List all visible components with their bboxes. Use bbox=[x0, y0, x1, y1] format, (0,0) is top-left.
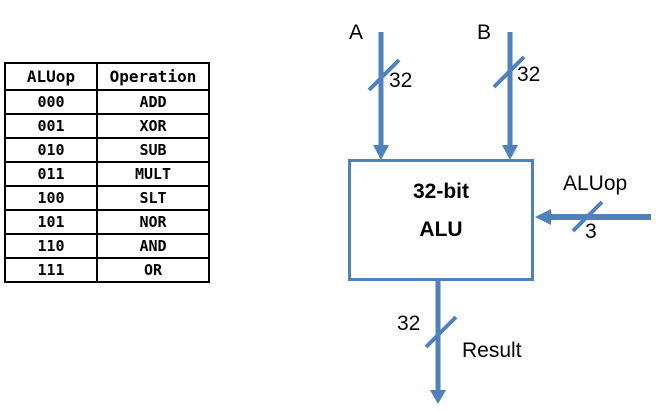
operation-name: SLT bbox=[96, 185, 210, 211]
table-row: 011 MULT bbox=[4, 161, 210, 187]
input-b-bus-width: 32 bbox=[517, 63, 541, 86]
table-row: 111 OR bbox=[4, 257, 210, 283]
aluop-bus-width: 3 bbox=[585, 220, 597, 243]
aluop-code: 110 bbox=[4, 233, 98, 259]
aluop-code: 111 bbox=[4, 257, 98, 283]
result-output-label: Result bbox=[462, 339, 522, 362]
alu-block-title-line1: 32-bit bbox=[412, 180, 469, 203]
table-row: 010 SUB bbox=[4, 137, 210, 163]
table-row: 101 NOR bbox=[4, 209, 210, 235]
operation-name: AND bbox=[96, 233, 210, 259]
operation-name: SUB bbox=[96, 137, 210, 163]
result-output-arrow bbox=[424, 281, 458, 404]
aluop-operation-table: ALUop Operation 000 ADD 001 XOR 010 SUB … bbox=[4, 62, 210, 283]
table-header-row: ALUop Operation bbox=[4, 62, 210, 91]
aluop-control-label: ALUop bbox=[563, 172, 628, 195]
operation-name: OR bbox=[96, 257, 210, 283]
operation-name: ADD bbox=[96, 89, 210, 115]
operation-name: XOR bbox=[96, 113, 210, 139]
bus-slash-aluop bbox=[571, 200, 604, 233]
aluop-code: 100 bbox=[4, 185, 98, 211]
input-b-arrow bbox=[492, 32, 526, 160]
aluop-code: 011 bbox=[4, 161, 98, 187]
table-row: 001 XOR bbox=[4, 113, 210, 139]
alu-block-title-line2: ALU bbox=[419, 218, 463, 241]
input-a-arrow bbox=[367, 32, 401, 160]
column-header-aluop: ALUop bbox=[4, 62, 98, 91]
table-row: 000 ADD bbox=[4, 89, 210, 115]
result-bus-width: 32 bbox=[397, 312, 421, 335]
bus-slash-a bbox=[367, 58, 401, 92]
input-a-bus-width: 32 bbox=[389, 69, 413, 92]
aluop-code: 001 bbox=[4, 113, 98, 139]
bus-slash-b bbox=[492, 55, 526, 89]
table-row: 100 SLT bbox=[4, 185, 210, 211]
aluop-control-arrow bbox=[535, 200, 651, 233]
alu-block: 32-bit ALU bbox=[348, 159, 534, 281]
aluop-code: 101 bbox=[4, 209, 98, 235]
column-header-operation: Operation bbox=[96, 62, 210, 91]
table-row: 110 AND bbox=[4, 233, 210, 259]
input-a-label: A bbox=[349, 21, 364, 44]
aluop-code: 000 bbox=[4, 89, 98, 115]
aluop-code: 010 bbox=[4, 137, 98, 163]
bus-slash-result bbox=[424, 315, 458, 349]
input-b-label: B bbox=[477, 21, 492, 44]
operation-name: NOR bbox=[96, 209, 210, 235]
operation-name: MULT bbox=[96, 161, 210, 187]
